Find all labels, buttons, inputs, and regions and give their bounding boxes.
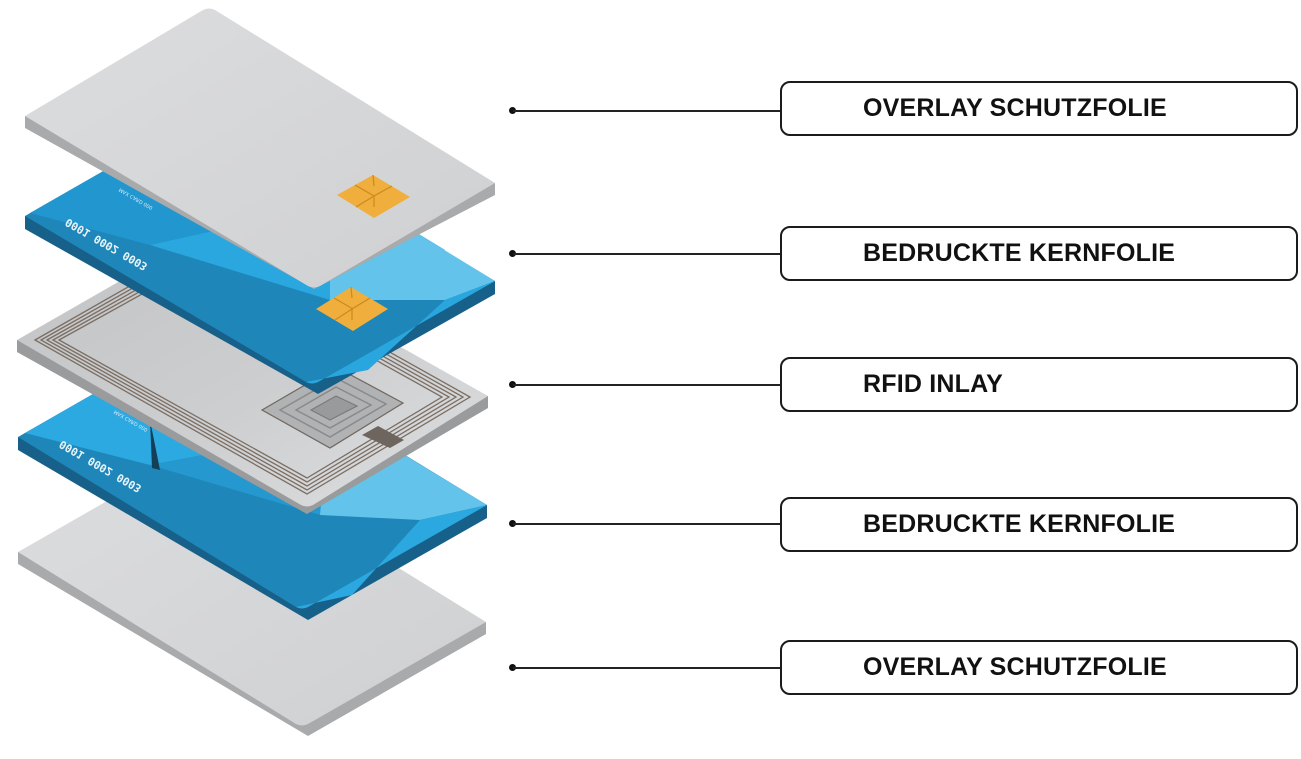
connector-dot-3 (509, 381, 516, 388)
rfid-chip-module (260, 366, 405, 449)
layer-label-overlay-top: OVERLAY SCHUTZFOLIE (780, 81, 1298, 136)
layer-label-overlay-bottom: OVERLAY SCHUTZFOLIE (780, 640, 1298, 695)
connector-line-4 (513, 523, 780, 525)
layer-label-text: RFID INLAY (863, 370, 1003, 398)
layer-label-text: OVERLAY SCHUTZFOLIE (863, 94, 1167, 122)
layer-label-rfid-inlay: RFID INLAY (780, 357, 1298, 412)
layer-label-core-upper: BEDRUCKTE KERNFOLIE (780, 226, 1298, 281)
overlay-card-top (25, 8, 495, 289)
layer-label-text: OVERLAY SCHUTZFOLIE (863, 653, 1167, 681)
connector-dot-4 (509, 520, 516, 527)
layer-label-core-lower: BEDRUCKTE KERNFOLIE (780, 497, 1298, 552)
chip-icon (316, 286, 388, 331)
rfid-inlay-card (17, 236, 488, 514)
connector-line-3 (513, 384, 780, 386)
connector-line-2 (513, 253, 780, 255)
layer-label-text: BEDRUCKTE KERNFOLIE (863, 510, 1176, 538)
layer-label-text: BEDRUCKTE KERNFOLIE (863, 239, 1176, 267)
connector-line-1 (513, 110, 780, 112)
connector-dot-2 (509, 250, 516, 257)
connector-line-5 (513, 667, 780, 669)
connector-dot-1 (509, 107, 516, 114)
connector-dot-5 (509, 664, 516, 671)
chip-icon (337, 174, 410, 218)
